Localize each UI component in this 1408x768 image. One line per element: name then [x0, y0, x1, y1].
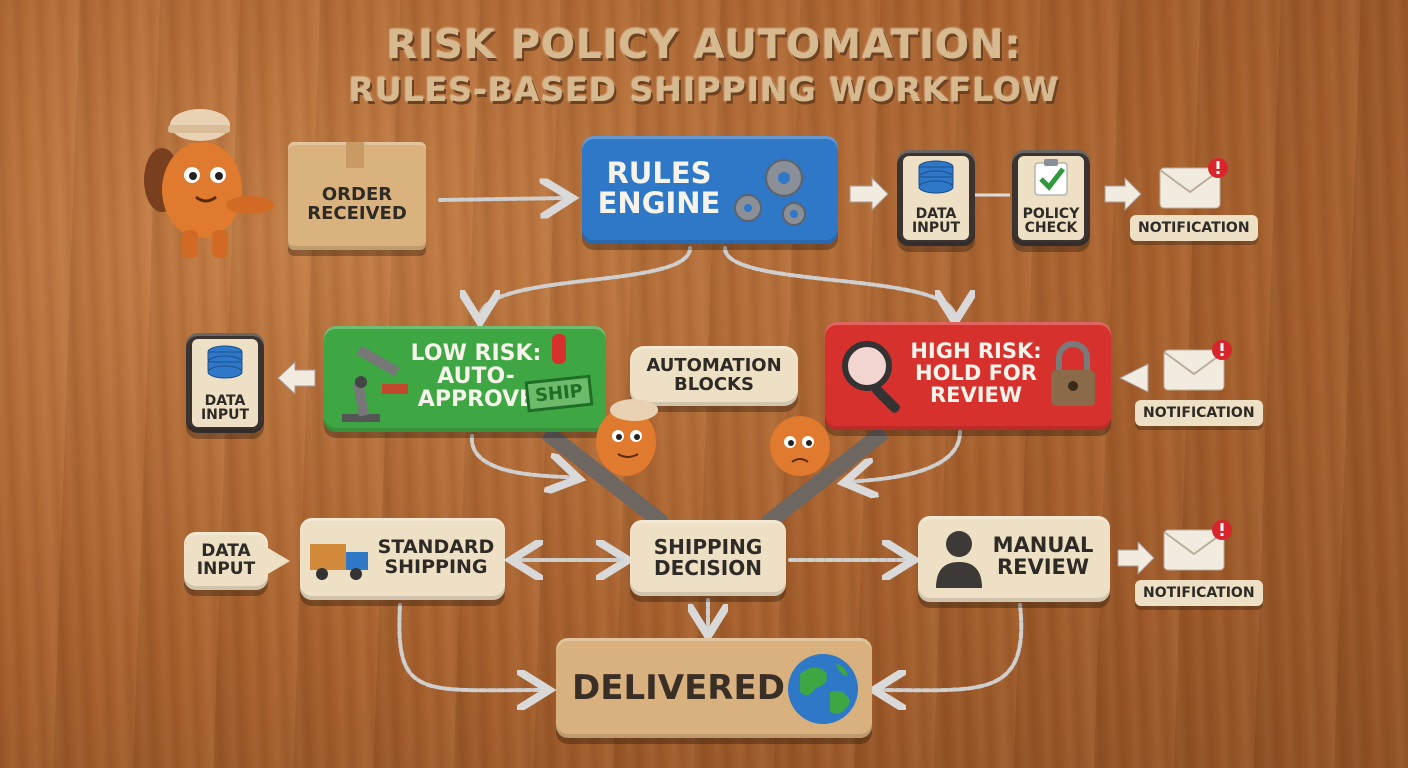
padlock-icon — [1047, 340, 1099, 414]
character-sliding-left — [588, 392, 668, 486]
policy-check-label: POLICY CHECK — [1022, 205, 1080, 237]
wire-engine-to-highrisk — [723, 246, 955, 318]
diagram-title: RISK POLICY AUTOMATION: — [386, 22, 1022, 68]
data-input-bottom-box: DATA INPUT — [184, 532, 268, 590]
wire-order-to-engine — [438, 198, 568, 200]
diagram-subtitle: RULES-BASED SHIPPING WORKFLOW — [348, 70, 1060, 109]
envelope-icon — [1162, 340, 1234, 396]
wire-standard-to-delivered — [397, 603, 545, 690]
robot-arm-icon — [332, 334, 412, 430]
globe-icon — [786, 652, 860, 730]
policy-check-box: POLICY CHECK — [1012, 150, 1090, 246]
notification-mid-label: NOTIFICATION — [1135, 400, 1263, 426]
gear-icon — [730, 148, 820, 236]
data-input-mid-label: DATA INPUT — [200, 392, 250, 424]
wire-lowrisk-down — [469, 434, 575, 478]
standard-shipping-label: STANDARD SHIPPING — [377, 536, 495, 578]
truck-icon — [308, 538, 374, 588]
low-risk-label: LOW RISK: AUTO-APPROVE — [410, 341, 542, 413]
shipping-decision-label: SHIPPING DECISION — [653, 535, 763, 580]
stamp-handle-icon — [552, 334, 566, 364]
character-worried — [766, 412, 836, 486]
order-received-label: ORDER RECEIVED — [307, 184, 407, 224]
notification-top-label: NOTIFICATION — [1130, 215, 1258, 241]
database-icon — [205, 344, 245, 386]
shipping-decision-box: SHIPPING DECISION — [630, 520, 786, 596]
manual-review-box: MANUAL REVIEW — [918, 516, 1110, 602]
envelope-icon — [1158, 158, 1230, 214]
data-input-mid-box: DATA INPUT — [186, 333, 264, 433]
arrow-from-notification-mid — [1118, 363, 1149, 393]
standard-shipping-box: STANDARD SHIPPING — [300, 518, 505, 600]
arrow-to-datainput-mid — [277, 360, 316, 396]
box-icon — [346, 142, 364, 168]
notification-bottom-label: NOTIFICATION — [1135, 580, 1263, 606]
order-received-box: ORDER RECEIVED — [288, 142, 426, 250]
right-ramp — [762, 426, 888, 530]
pointer-arrow — [268, 548, 290, 574]
person-icon — [934, 528, 984, 594]
wire-engine-to-lowrisk — [480, 246, 692, 318]
clipboard-check-icon — [1031, 158, 1071, 201]
arrow-to-notification-top — [1104, 176, 1142, 212]
wire-manual-to-delivered — [878, 603, 1024, 690]
high-risk-box: HIGH RISK: HOLD FOR REVIEW — [825, 322, 1111, 430]
data-input-top-label: DATA INPUT — [911, 205, 961, 237]
automation-blocks-label: AUTOMATION BLOCKS — [646, 355, 782, 395]
wire-highrisk-down — [848, 430, 962, 482]
automation-blocks-box: AUTOMATION BLOCKS — [630, 346, 798, 406]
data-input-top-box: DATA INPUT — [897, 150, 975, 246]
database-icon — [916, 159, 956, 201]
rules-engine-label: RULES ENGINE — [597, 156, 721, 221]
left-ramp — [542, 426, 668, 530]
magnifier-icon — [837, 336, 911, 420]
rules-engine-box: RULES ENGINE — [582, 136, 838, 244]
envelope-icon — [1162, 520, 1234, 576]
arrow-to-notification-bottom — [1117, 540, 1155, 576]
ship-stamp: SHIP — [524, 374, 594, 413]
data-input-bottom-label: DATA INPUT — [196, 541, 256, 579]
delivered-label: DELIVERED — [572, 668, 785, 708]
delivered-box: DELIVERED — [556, 638, 872, 738]
high-risk-label: HIGH RISK: HOLD FOR REVIEW — [910, 339, 1042, 408]
arrow-to-datainput-top — [849, 176, 889, 212]
low-risk-box: LOW RISK: AUTO-APPROVE SHIP — [324, 326, 606, 432]
manual-review-label: MANUAL REVIEW — [992, 533, 1094, 580]
courier-character — [140, 95, 280, 265]
